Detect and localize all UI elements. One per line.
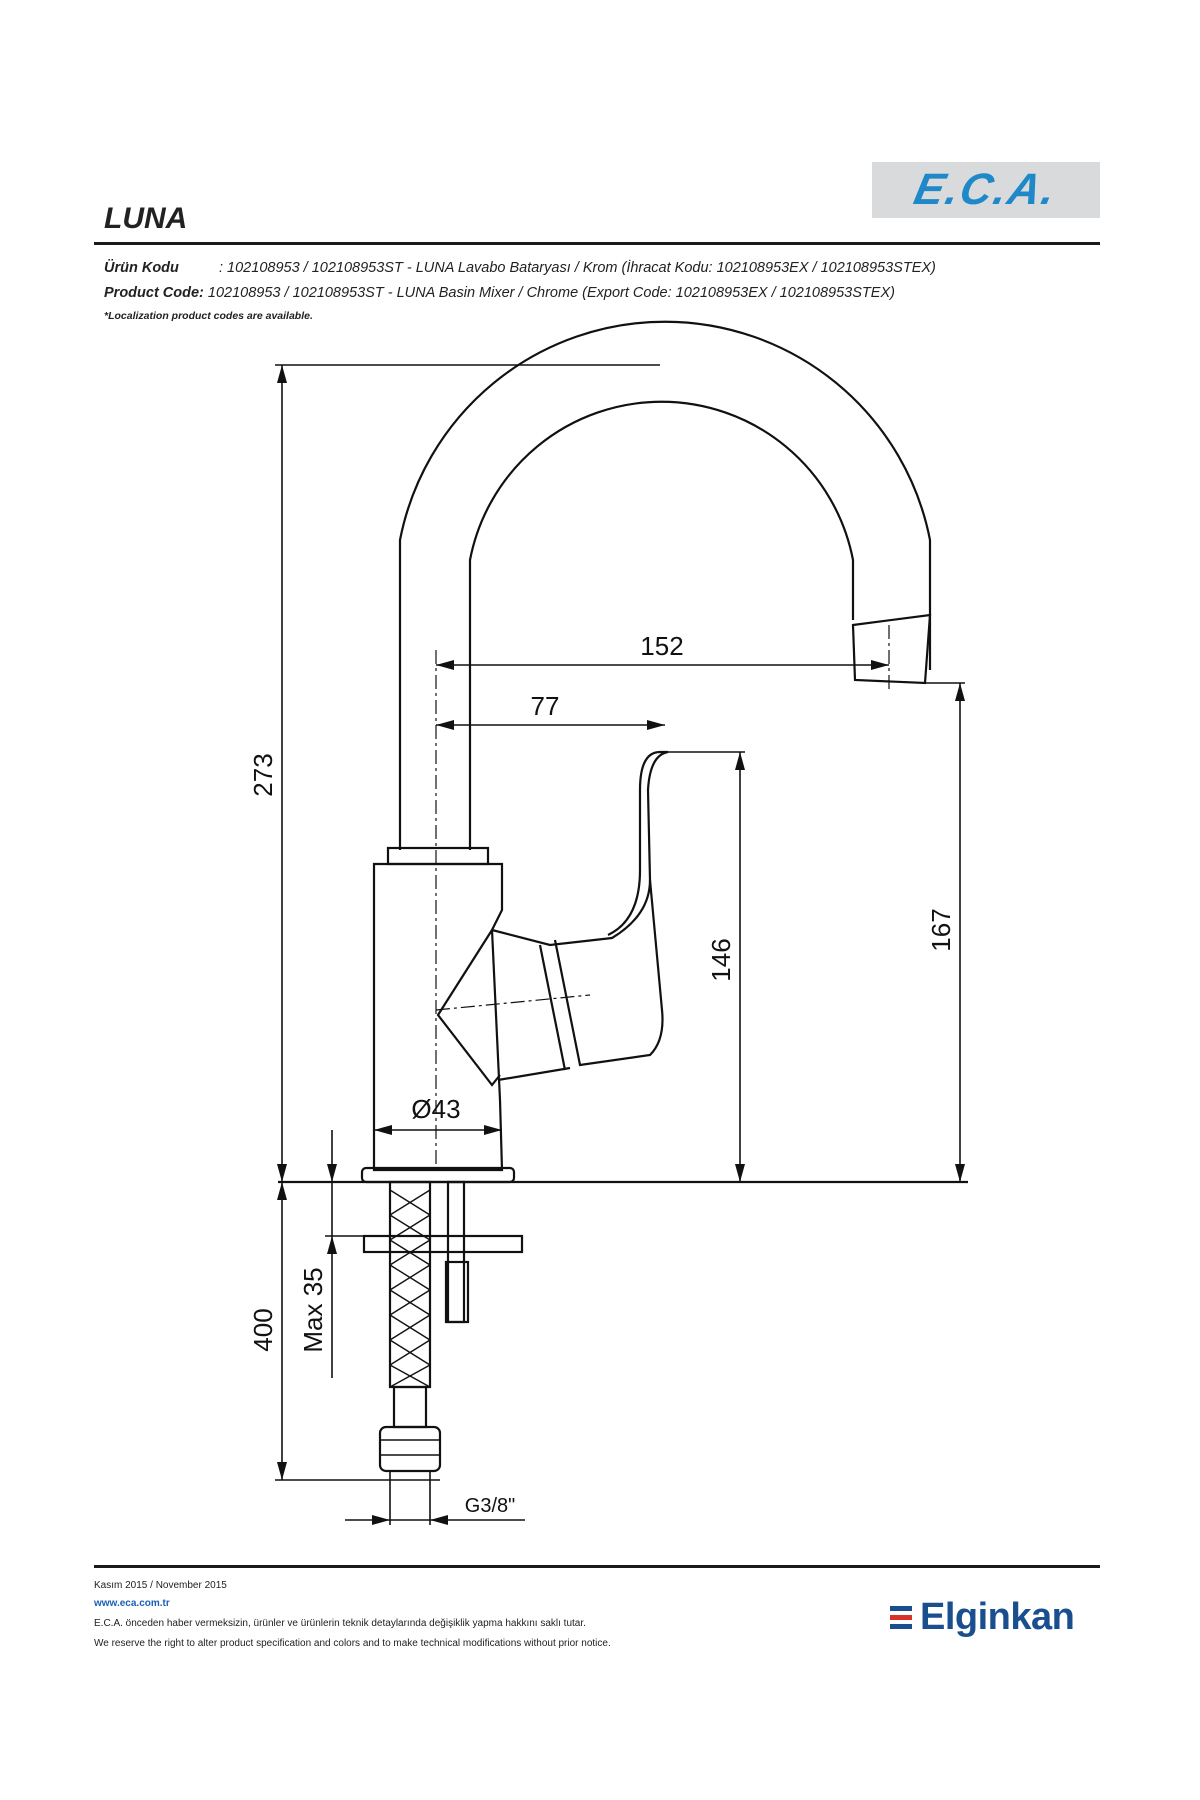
product-code-en: Product Code: 102108953 / 102108953ST - … (104, 285, 895, 301)
handle-base-line (497, 1066, 571, 1082)
label-handle-height: 146 (706, 938, 736, 981)
handle-axis-line (435, 994, 591, 1011)
footer-divider (94, 1565, 1100, 1568)
label-handle-reach: 77 (531, 691, 560, 721)
label-body-diameter: Ø43 (411, 1094, 460, 1124)
hose-connector-nut (378, 1425, 442, 1473)
label-hose-length: 400 (248, 1308, 278, 1351)
handle-cap (553, 879, 664, 1067)
braided-hose (388, 1180, 432, 1389)
label-spout-height: 167 (926, 908, 956, 951)
fixing-washer (362, 1234, 524, 1254)
label-thread: G3/8" (465, 1495, 515, 1517)
mixer-body (372, 862, 504, 1172)
localization-note: *Localization product codes are availabl… (104, 310, 313, 322)
header-divider (94, 242, 1100, 245)
dimension-arrows (277, 365, 965, 1525)
product-title: LUNA (104, 202, 188, 235)
spout-inner-outline (468, 400, 855, 850)
aerator (851, 613, 932, 685)
elginkan-bar-2 (890, 1614, 912, 1620)
elginkan-bar-3 (890, 1623, 912, 1629)
spout-outer-outline (398, 320, 932, 850)
product-code-en-value: 102108953 / 102108953ST - LUNA Basin Mix… (203, 285, 895, 301)
label-max-thickness: Max 35 (298, 1267, 328, 1352)
label-total-height: 273 (248, 753, 278, 796)
elginkan-logo-text: Elginkan (920, 1595, 1075, 1638)
elginkan-bar-1 (890, 1605, 912, 1611)
product-code-tr-label: Ürün Kodu (104, 260, 179, 276)
elginkan-mark-icon (890, 1605, 912, 1629)
footer-disclaimer-en: We reserve the right to alter product sp… (94, 1638, 611, 1649)
handle-ring (538, 944, 567, 1071)
eca-logo: E.C.A. (872, 162, 1100, 218)
elginkan-logo: Elginkan (890, 1590, 1075, 1644)
product-code-tr-value: : 102108953 / 102108953ST - LUNA Lavabo … (219, 260, 936, 276)
product-code-en-label: Product Code: (104, 285, 204, 301)
body-collar (386, 846, 490, 866)
footer-url[interactable]: www.eca.com.tr (94, 1598, 170, 1609)
hose-ferrule (392, 1385, 428, 1429)
braid-pattern (380, 1189, 440, 1456)
footer-date: Kasım 2015 / November 2015 (94, 1580, 227, 1591)
stud-nut (444, 1260, 470, 1324)
label-spout-reach: 152 (640, 631, 683, 661)
handle-lever (491, 750, 669, 947)
footer-disclaimer-tr: E.C.A. önceden haber vermeksizin, ürünle… (94, 1618, 586, 1629)
handle-joint (436, 929, 501, 1087)
product-code-tr: Ürün Kodu : 102108953 / 102108953ST - LUN… (104, 260, 936, 276)
